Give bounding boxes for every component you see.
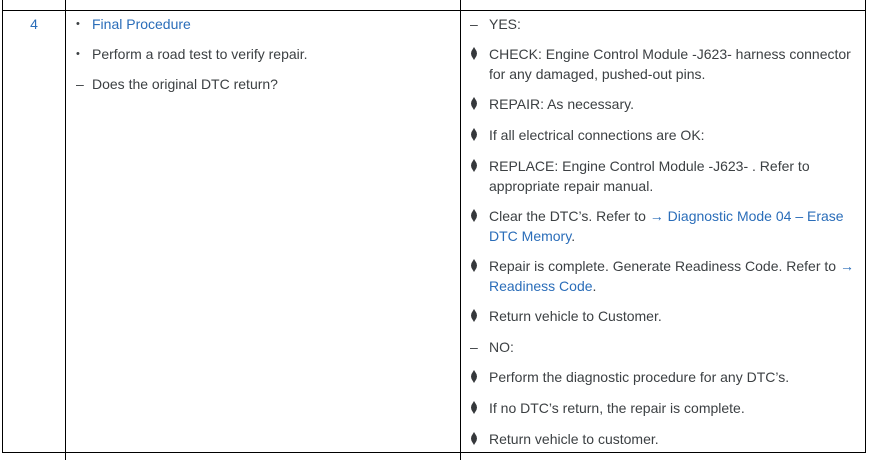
procedure-text: Perform a road test to verify repair. bbox=[92, 46, 308, 62]
result-text: CHECK: Engine Control Module -J623- harn… bbox=[489, 46, 851, 82]
dot-bullet: • bbox=[76, 48, 80, 60]
list-item: If all electrical connections are OK: bbox=[470, 125, 859, 146]
list-item: – Does the original DTC return? bbox=[76, 74, 450, 94]
list-item: Repair is complete. Generate Readiness C… bbox=[470, 256, 859, 296]
step-number: 4 bbox=[30, 16, 38, 32]
result-text: REPAIR: As necessary. bbox=[489, 96, 634, 112]
procedure-text: Final Procedure bbox=[92, 14, 450, 34]
diamond-bullet-icon bbox=[470, 306, 489, 327]
list-item: • Perform a road test to verify repair. bbox=[76, 44, 450, 64]
result-text: REPLACE: Engine Control Module -J623- . … bbox=[489, 158, 810, 194]
diamond-bullet-icon bbox=[470, 256, 489, 277]
result-text: If all electrical connections are OK: bbox=[489, 127, 705, 143]
dash-bullet: – bbox=[470, 16, 478, 32]
result-text-post: . bbox=[592, 278, 597, 294]
result-text-post: . bbox=[571, 228, 576, 244]
result-text: Repair is complete. Generate Readiness C… bbox=[489, 256, 859, 296]
diamond-bullet-icon bbox=[470, 429, 489, 450]
step-number-cell: 4 bbox=[3, 11, 66, 460]
list-item: If no DTC’s return, the repair is comple… bbox=[470, 398, 859, 419]
erase-dtc-memory-link[interactable]: → Diagnostic Mode 04 – Erase DTC Memory bbox=[489, 208, 844, 244]
diamond-bullet-icon bbox=[470, 206, 489, 227]
result-text-pre: Clear the DTC’s. Refer to bbox=[489, 208, 650, 224]
diamond-bullet-icon bbox=[470, 367, 489, 388]
list-item: – NO: bbox=[470, 337, 859, 357]
list-item: • Final Procedure bbox=[76, 14, 450, 34]
list-item: Return vehicle to customer. bbox=[470, 429, 859, 450]
result-text: Perform the diagnostic procedure for any… bbox=[489, 369, 790, 385]
list-item: CHECK: Engine Control Module -J623- harn… bbox=[470, 44, 859, 84]
list-item: Return vehicle to Customer. bbox=[470, 306, 859, 327]
result-text: YES: bbox=[489, 16, 521, 32]
dash-bullet: – bbox=[470, 339, 478, 355]
result-text: Return vehicle to Customer. bbox=[489, 308, 662, 324]
prev-result-cell bbox=[461, 0, 865, 10]
previous-row-remnant bbox=[3, 0, 865, 11]
readiness-code-link[interactable]: → Readiness Code bbox=[489, 258, 854, 294]
diamond-bullet-icon bbox=[470, 398, 489, 419]
list-item: – YES: bbox=[470, 14, 859, 34]
result-cell: – YES: CHECK: Engine Control Module -J62… bbox=[461, 11, 865, 460]
dot-bullet: • bbox=[76, 18, 80, 30]
prev-procedure-cell bbox=[66, 0, 461, 10]
diamond-bullet-icon bbox=[470, 156, 489, 177]
dash-bullet: – bbox=[76, 76, 84, 92]
table-row: 4 • Final Procedure • Perform a road tes… bbox=[3, 11, 865, 460]
final-procedure-link[interactable]: Final Procedure bbox=[92, 16, 191, 32]
list-item: Clear the DTC’s. Refer to → Diagnostic M… bbox=[470, 206, 859, 246]
result-text: If no DTC’s return, the repair is comple… bbox=[489, 400, 745, 416]
list-item: REPLACE: Engine Control Module -J623- . … bbox=[470, 156, 859, 196]
diamond-bullet-icon bbox=[470, 125, 489, 146]
list-item: REPAIR: As necessary. bbox=[470, 94, 859, 115]
procedure-text: Does the original DTC return? bbox=[92, 76, 278, 92]
prev-step-cell bbox=[3, 0, 66, 10]
list-item: Perform the diagnostic procedure for any… bbox=[470, 367, 859, 388]
diamond-bullet-icon bbox=[470, 94, 489, 115]
result-text: Clear the DTC’s. Refer to → Diagnostic M… bbox=[489, 206, 859, 246]
result-text: Return vehicle to customer. bbox=[489, 431, 659, 447]
procedure-cell: • Final Procedure • Perform a road test … bbox=[66, 11, 461, 460]
result-text-pre: Repair is complete. Generate Readiness C… bbox=[489, 258, 840, 274]
diamond-bullet-icon bbox=[470, 44, 489, 65]
result-text: NO: bbox=[489, 339, 514, 355]
